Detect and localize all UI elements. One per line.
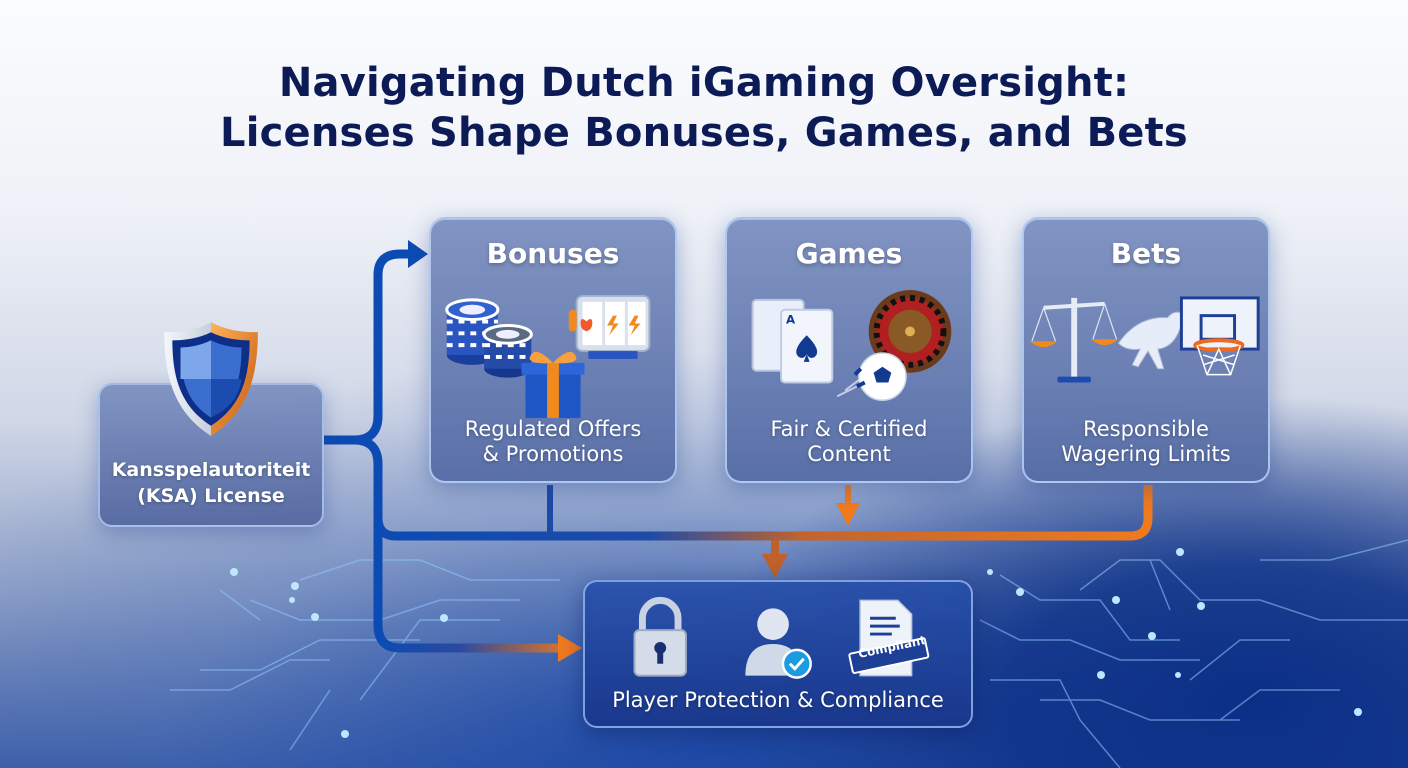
arrow-to-bonuses	[408, 240, 428, 268]
ksa-license-card: Kansspelautoriteit (KSA) License	[98, 383, 324, 527]
ksa-label-line-1: Kansspelautoriteit	[111, 459, 311, 481]
soccer-ball-icon	[836, 352, 907, 401]
title-line-1: Navigating Dutch iGaming Oversight:	[278, 60, 1130, 106]
card-description: Responsible Wagering Limits	[1024, 417, 1268, 467]
gift-box-icon	[521, 351, 585, 418]
card-title: Bonuses	[486, 237, 620, 270]
desc-line-2: & Promotions	[482, 442, 624, 466]
page-title: Navigating Dutch iGaming Oversight: Lice…	[0, 58, 1408, 158]
basketball-hoop-icon	[1179, 296, 1260, 376]
bets-icons	[1029, 296, 1260, 383]
ksa-license-label: Kansspelautoriteit (KSA) License	[100, 457, 322, 509]
verified-user-icon	[745, 608, 812, 679]
roulette-wheel-icon	[868, 290, 952, 373]
protection-icons	[633, 596, 930, 679]
card-description: Regulated Offers & Promotions	[431, 417, 675, 467]
slot-machine-icon	[568, 294, 651, 359]
arrow-to-outcome-top	[762, 554, 788, 578]
compliant-document-icon	[848, 599, 930, 677]
playing-cards-icon: A	[751, 298, 834, 384]
scales-icon	[1029, 297, 1119, 383]
category-card-bets: Bets Responsible Wagering Limits	[1022, 217, 1270, 483]
desc-line-1: Responsible	[1083, 417, 1209, 441]
player-protection-label: Player Protection & Compliance	[612, 688, 944, 712]
desc-line-2: Content	[807, 442, 891, 466]
arrow-from-games	[836, 503, 860, 526]
category-card-games: Games A Fair & Certified Content	[725, 217, 973, 483]
desc-line-2: Wagering Limits	[1061, 442, 1231, 466]
bonuses-icons	[445, 294, 651, 418]
svg-text:A: A	[786, 313, 796, 327]
category-card-bonuses: Bonuses	[429, 217, 677, 483]
ksa-label-line-2: (KSA) License	[137, 485, 285, 507]
desc-line-1: Regulated Offers	[464, 417, 642, 441]
card-title: Bets	[1110, 237, 1182, 270]
card-description: Fair & Certified Content	[727, 417, 971, 467]
desc-line-1: Fair & Certified	[770, 417, 928, 441]
player-protection-card: Compliant Player Protection & Compliance	[583, 580, 973, 728]
games-icons: A	[751, 290, 952, 401]
title-line-2: Licenses Shape Bonuses, Games, and Bets	[220, 110, 1188, 156]
casino-chips-icon	[445, 298, 533, 378]
shield-icon	[164, 322, 258, 436]
card-title: Games	[795, 237, 903, 270]
padlock-icon	[633, 596, 687, 677]
horse-icon	[1117, 311, 1191, 370]
arrow-to-outcome-left	[558, 634, 582, 662]
